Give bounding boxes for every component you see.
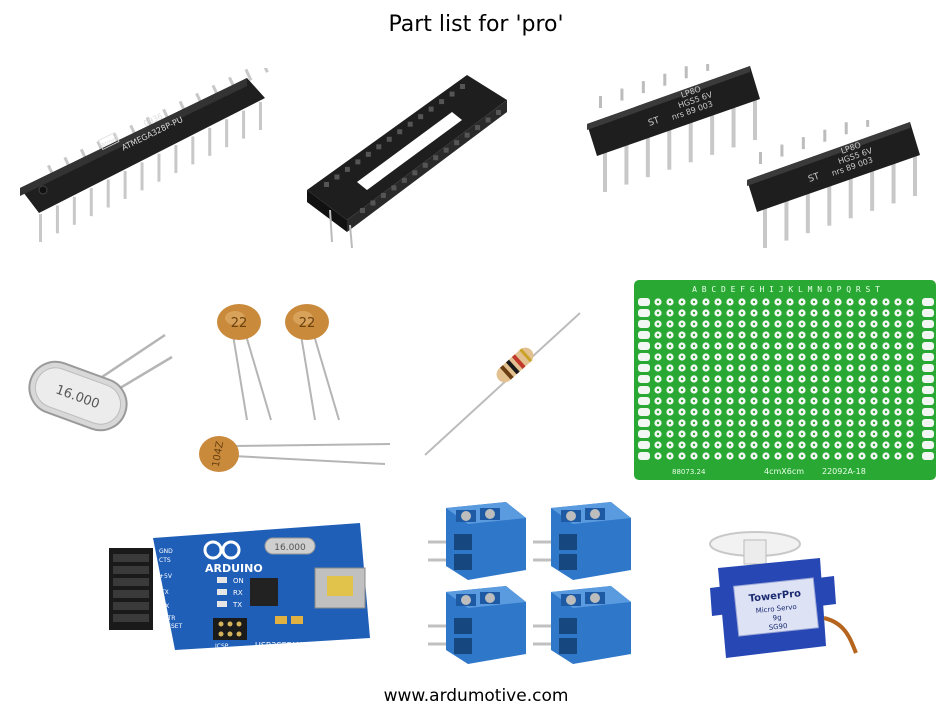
ceramic-capacitor-100nf: 104Z — [195, 430, 395, 480]
screw-terminal-3 — [428, 584, 528, 666]
board-crystal-label: 16.000 — [274, 543, 306, 553]
pin-labels: GND CTS +5V TX RX DTR RESET — [159, 548, 183, 630]
pin-label: CTS — [159, 557, 171, 564]
pcb-size-label: 4cmX6cm — [764, 467, 804, 476]
pin-label: RX — [161, 603, 169, 610]
ic-socket-28pin — [302, 70, 517, 250]
socket-holes — [324, 84, 501, 213]
footer-website: www.ardumotive.com — [383, 686, 569, 706]
board-name: USB2SERIAL — [255, 641, 305, 650]
micro-servo-sg90: TowerPro Micro Servo 9g SG90 — [700, 518, 860, 668]
chip-pins-top — [47, 68, 269, 177]
servo-cable — [823, 616, 858, 654]
screw-terminal-4 — [533, 584, 633, 666]
pin-label: RESET — [163, 623, 183, 630]
pcb-code: 22092A-18 — [822, 467, 866, 476]
icsp-header — [213, 618, 247, 640]
atmega328-chip: Atmel 0936 ATMEGA328P-PU — [15, 68, 270, 248]
servo-weight: 9g — [772, 613, 782, 622]
pin-label: GND — [159, 548, 173, 555]
header-pins — [109, 548, 153, 630]
pcb-column-labels: A B C D E F G H I J K L M N O P Q R S T — [692, 285, 880, 294]
arduino-usb2serial-board: ARDUINO 16.000 ON RX TX GND CTS +5V TX R… — [105, 520, 375, 655]
chip-pins-bottom — [39, 102, 262, 242]
crystal-16mhz: 16.000 — [20, 325, 180, 455]
page-title: Part list for 'pro' — [388, 12, 564, 37]
capacitor-value: 22 — [299, 316, 316, 331]
pin-label: DTR — [163, 615, 175, 622]
ceramic-capacitor-22pf-2: 22 — [273, 300, 353, 425]
voltage-regulator-chip-1: LP8O HGS5 6V nrs 89 003 ST — [585, 64, 770, 204]
pin-label: TX — [160, 589, 169, 596]
prototype-pcb: A B C D E F G H I J K L M N O P Q R S T … — [632, 278, 940, 483]
st-logo-icon: ST — [807, 172, 821, 185]
pcb-holes — [638, 298, 934, 460]
icsp-label: ICSP — [215, 643, 229, 650]
st-logo-icon: ST — [647, 116, 661, 129]
led-rx-label: RX — [233, 589, 243, 597]
screw-terminal-1 — [428, 500, 528, 582]
servo-model: SG90 — [768, 622, 788, 632]
voltage-regulator-chip-2: LP8O HGS5 6V nrs 89 003 ST — [745, 120, 930, 260]
arduino-infinity-logo-icon — [203, 540, 241, 560]
resistor — [420, 310, 585, 460]
regulator-pins — [599, 64, 757, 192]
usb-chip — [250, 578, 278, 606]
capacitor-value: 22 — [231, 316, 248, 331]
led-tx-label: TX — [232, 601, 242, 609]
capacitor-value: 104Z — [211, 440, 226, 468]
regulator-pins — [759, 120, 917, 248]
arduino-brand: ARDUINO — [205, 562, 263, 575]
pin-label: +5V — [159, 573, 173, 580]
mini-usb-connector — [314, 567, 366, 609]
led-on-label: ON — [233, 577, 244, 585]
ceramic-capacitor-22pf-1: 22 — [205, 300, 285, 425]
pcb-small-code: 88073.24 — [672, 468, 706, 476]
screw-terminal-2 — [533, 500, 633, 582]
servo-brand: TowerPro — [748, 588, 801, 604]
